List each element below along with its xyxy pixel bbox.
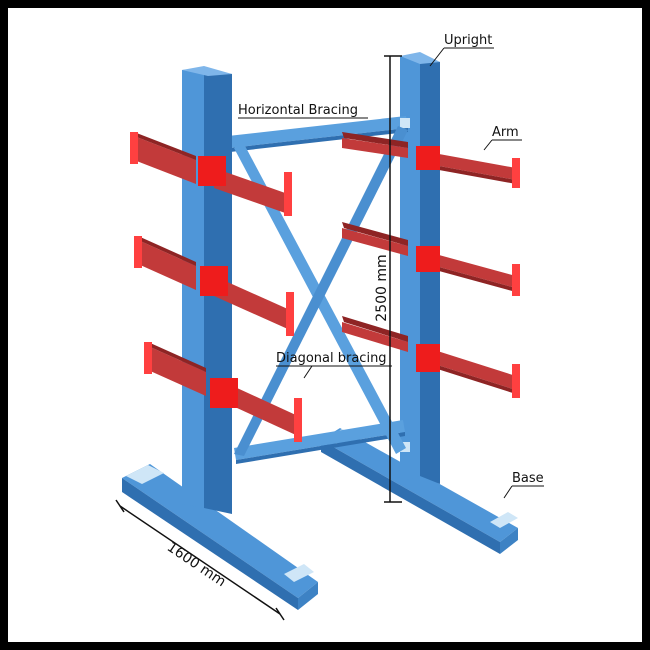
label-horizontal-bracing: Horizontal Bracing — [238, 103, 358, 118]
front-arms — [130, 132, 302, 442]
label-base: Base — [512, 471, 544, 486]
diagonal-bracing — [234, 126, 408, 456]
callout-upright: Upright — [429, 33, 494, 67]
cantilever-rack-diagram: 2500 mm 1600 mm Upright Horizontal Braci… — [115, 33, 544, 621]
label-diagonal-bracing: Diagonal bracing — [276, 351, 387, 366]
front-base — [122, 464, 318, 610]
label-upright: Upright — [444, 33, 492, 48]
back-arms — [342, 132, 520, 398]
label-arm: Arm — [492, 125, 519, 140]
callout-base: Base — [503, 471, 544, 499]
height-dimension-label: 2500 mm — [374, 254, 390, 321]
diagram-frame: 2500 mm 1600 mm Upright Horizontal Braci… — [8, 8, 642, 642]
callout-horizontal-bracing: Horizontal Bracing — [238, 103, 368, 119]
callout-arm: Arm — [483, 125, 522, 151]
height-dimension: 2500 mm — [374, 55, 402, 503]
callout-diagonal-bracing: Diagonal bracing — [276, 351, 392, 379]
